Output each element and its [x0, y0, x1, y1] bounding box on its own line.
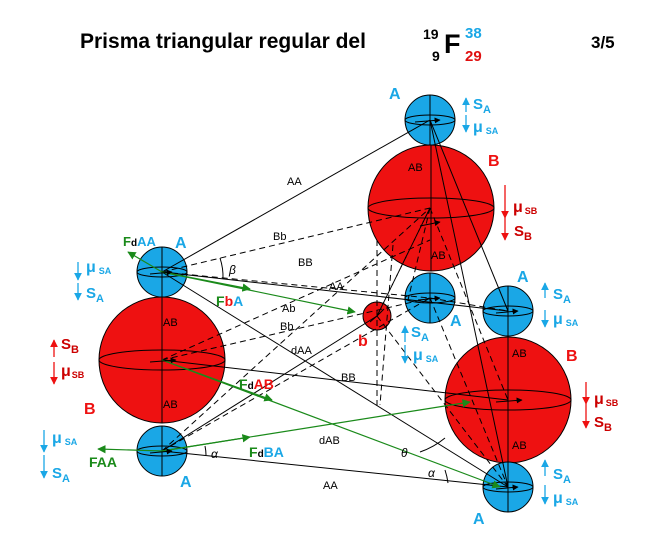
label-AB-left-upper: AB — [163, 317, 178, 329]
svg-text:SA: SA — [411, 324, 429, 344]
label-A-right-bottom: A — [473, 511, 485, 528]
theta-arc — [419, 437, 446, 453]
label-mu-right-top: μ — [553, 311, 563, 328]
label-AB-left-lower: AB — [163, 399, 178, 411]
label-AA-bottom: AA — [323, 480, 338, 492]
label-B-left: B — [84, 401, 96, 418]
mass-number: 19 — [423, 26, 439, 42]
svg-text:μSA: μSA — [52, 430, 78, 447]
label-B-top: B — [488, 153, 500, 170]
label-BB-1: BB — [298, 257, 313, 269]
svg-text:μSA: μSA — [473, 119, 499, 136]
svg-text:SB: SB — [61, 336, 79, 356]
charge-bottom: 29 — [465, 48, 482, 65]
label-S-B-left: S — [61, 336, 71, 353]
label-AB-right-lower: AB — [512, 440, 527, 452]
center-arrows — [149, 117, 523, 491]
label-Bb-2: Bb — [280, 321, 293, 333]
label-A-left-top: A — [175, 235, 187, 252]
svg-text:SA: SA — [553, 286, 571, 306]
svg-text:SA: SA — [553, 466, 571, 486]
label-FdAB-F: F — [239, 376, 248, 392]
svg-text:μSB: μSB — [594, 391, 619, 408]
label-S-top: S — [473, 96, 483, 113]
svg-text:SA: SA — [86, 285, 104, 305]
svg-text:FdBA: FdBA — [249, 444, 284, 460]
svg-text:μSA: μSA — [553, 490, 579, 507]
label-S-right-bottom: S — [553, 466, 563, 483]
svg-text:FbA: FbA — [216, 293, 243, 309]
label-mu-B-left: μ — [61, 363, 71, 380]
svg-text:μSA: μSA — [413, 347, 439, 364]
label-A-middle: A — [450, 313, 462, 330]
label-BB-2: BB — [341, 372, 356, 384]
svg-text:μSB: μSB — [513, 199, 538, 216]
spin-arrows — [40, 97, 590, 505]
svg-text:FAA: FAA — [89, 454, 117, 470]
alpha-arc-left — [204, 445, 207, 456]
label-alpha-right: α — [428, 466, 436, 480]
label-Bb-1: Bb — [273, 231, 286, 243]
label-dAA: dAA — [291, 345, 312, 357]
label-AA-mid: AA — [329, 281, 344, 293]
svg-text:FdAB: FdAB — [239, 376, 274, 392]
label-A-left-bottom: A — [180, 474, 192, 491]
svg-text:μSA: μSA — [86, 259, 112, 276]
label-mu-left-bottom: μ — [52, 430, 62, 447]
force-arrows — [97, 251, 501, 489]
label-AA-top: AA — [287, 176, 302, 188]
label-theta: θ — [401, 446, 408, 460]
atomic-number: 9 — [432, 48, 440, 64]
svg-text:FdAA: FdAA — [123, 234, 156, 249]
label-mu-B-right: μ — [594, 391, 604, 408]
label-B-right: B — [566, 348, 578, 365]
element-symbol: F — [444, 29, 461, 59]
label-AB-top-lower: AB — [431, 250, 446, 262]
alpha-arc-right — [444, 469, 449, 484]
label-Ab: Ab — [282, 303, 295, 315]
label-AB-top-upper: AB — [408, 162, 423, 174]
label-FAA-F: F — [89, 454, 98, 470]
page-title: Prisma triangular regular del — [80, 30, 366, 53]
label-alpha-left: α — [211, 447, 219, 461]
label-S-B-top: S — [514, 223, 524, 240]
label-mu-right-bottom: μ — [553, 490, 563, 507]
svg-text:μSB: μSB — [61, 363, 85, 380]
label-S-left-top: S — [86, 285, 96, 302]
label-dAB: dAB — [319, 435, 340, 447]
beta-arc — [219, 257, 224, 280]
label-mu-middle: μ — [413, 347, 423, 364]
label-mu-B-top: μ — [513, 199, 523, 216]
label-FdBA-F: F — [249, 444, 258, 460]
label-b: b — [358, 333, 368, 350]
prism-dashed-lines — [161, 207, 509, 488]
charge-top: 38 — [465, 25, 482, 42]
label-S-middle: S — [411, 324, 421, 341]
label-S-left-bottom: S — [52, 465, 62, 482]
label-FbA-F: F — [216, 293, 225, 309]
svg-text:SB: SB — [594, 414, 612, 434]
label-A-right-top: A — [517, 269, 529, 286]
label-beta: β — [228, 263, 236, 277]
svg-text:SA: SA — [52, 465, 70, 485]
label-mu-left-top: μ — [86, 259, 96, 276]
svg-text:SB: SB — [514, 223, 532, 243]
label-A-top: A — [389, 86, 401, 103]
label-S-B-right: S — [594, 414, 604, 431]
label-FdAA-F: F — [123, 234, 131, 249]
page-number: 3/5 — [591, 33, 615, 52]
label-mu-top: μ — [473, 119, 483, 136]
svg-text:μSA: μSA — [553, 311, 579, 328]
label-S-right-top: S — [553, 286, 563, 303]
svg-text:SA: SA — [473, 96, 491, 116]
label-AB-right-upper: AB — [512, 348, 527, 360]
